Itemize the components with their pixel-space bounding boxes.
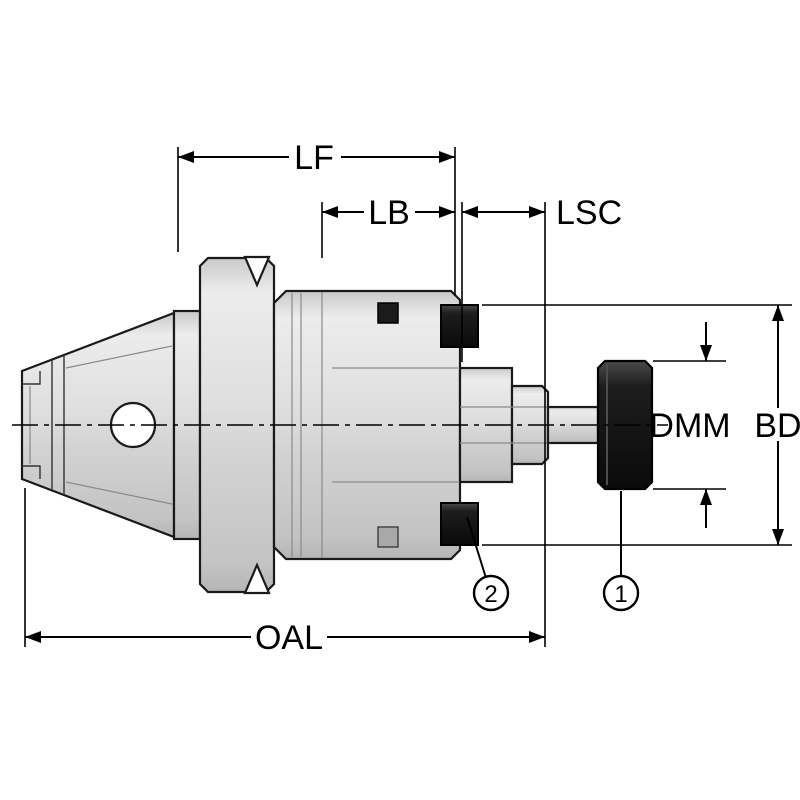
dim-lb: LB: [321, 194, 455, 258]
lf-label-bg: [289, 140, 341, 173]
oal-label-bg: [251, 620, 327, 653]
v-groove-bottom: [243, 562, 271, 595]
bd-label: BD: [754, 407, 800, 445]
dim-lf: LF: [177, 139, 456, 296]
bd-arrow-top: [772, 305, 784, 321]
oal-label: OAL: [255, 619, 323, 657]
shank-bore-line-top: [65, 345, 173, 369]
dim-bd: BD: [482, 304, 800, 546]
lsc-label: LSC: [556, 194, 622, 232]
drive-key-bottom: [440, 502, 479, 546]
dimensions: LF LB LSC OAL: [24, 139, 800, 657]
callout-2: 2: [466, 516, 510, 612]
drive-key-top: [440, 304, 479, 348]
lb-label: LB: [368, 194, 410, 232]
oal-arrow-right: [529, 631, 545, 643]
set-screw-top: [377, 302, 399, 324]
v-groove-top: [243, 255, 271, 288]
oal-arrow-left: [25, 631, 41, 643]
callout-1: 1: [602, 491, 640, 612]
callout-1-circle: [602, 574, 640, 612]
dim-dmm: DMM: [649, 322, 731, 528]
callout-2-circle: [472, 574, 510, 612]
bd-arrow-bottom: [772, 529, 784, 545]
lb-label-bg: [364, 195, 415, 228]
shank-face-notch-bottom: [22, 465, 41, 479]
lf-label: LF: [294, 139, 334, 177]
lsc-arrow-left: [462, 206, 478, 218]
tool-holder-part: [12, 255, 668, 595]
shank-bore-line-bottom: [65, 481, 173, 505]
lf-arrow-right: [439, 151, 455, 163]
dim-lsc: LSC: [461, 194, 622, 647]
lf-arrow-left: [178, 151, 194, 163]
shank-face-notch-top: [22, 371, 41, 385]
lb-arrow-left: [322, 206, 338, 218]
callout-2-leader: [466, 516, 487, 579]
callout-1-number: 1: [614, 581, 627, 608]
slot-bottom: [377, 526, 399, 548]
lsc-arrow-right: [529, 206, 545, 218]
callout-2-number: 2: [484, 581, 497, 608]
lb-arrow-right: [439, 206, 455, 218]
dmm-label: DMM: [649, 407, 730, 445]
dmm-arrow-up: [700, 489, 712, 505]
dim-oal: OAL: [24, 488, 545, 657]
dmm-arrow-down: [700, 345, 712, 361]
bd-label-bg: [749, 408, 800, 441]
